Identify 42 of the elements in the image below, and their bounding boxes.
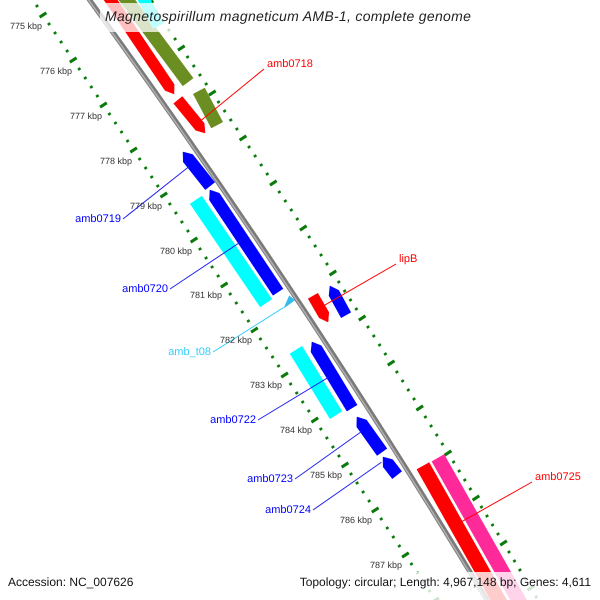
scale-label: 775 kbp: [10, 20, 42, 33]
gene-label: lipB: [399, 252, 418, 266]
gene-feature: [382, 456, 402, 479]
gene-feature: [173, 96, 206, 134]
gene-label: amb_t08: [168, 345, 211, 359]
leader-line: [200, 68, 264, 122]
scale-label: 776 kbp: [40, 64, 72, 78]
scale-label: 781 kbp: [190, 289, 222, 302]
leader-line: [294, 430, 362, 480]
gene-feature: [290, 346, 342, 419]
scale-label: 783 kbp: [250, 379, 282, 392]
scale-label: 786 kbp: [340, 514, 372, 527]
genome-info-text: Topology: circular; Length: 4,967,148 bp; Genes: 4,611: [300, 575, 591, 589]
leader-line: [460, 482, 532, 523]
leader-line: [170, 242, 240, 290]
accession-text: Accession: NC_007626: [8, 575, 134, 589]
gene-label: amb0718: [267, 57, 313, 71]
gene-label: amb0724: [265, 503, 311, 517]
gene-label: amb0723: [247, 472, 293, 486]
gene-feature: [308, 293, 330, 322]
leader-line: [212, 307, 284, 352]
map-title: Magnetospirillum magneticum AMB-1, complete genome: [105, 9, 472, 23]
scale-label: 778 kbp: [100, 154, 132, 168]
leader-line: [122, 166, 190, 220]
gene-label: amb0719: [75, 212, 121, 226]
gene-label: amb0722: [210, 413, 256, 427]
gene-marker: [284, 296, 295, 308]
gene-label: amb0725: [535, 470, 581, 484]
gene-feature: [193, 88, 223, 128]
leader-line: [258, 376, 329, 420]
gene-feature: [356, 416, 388, 456]
gene-feature: [182, 152, 215, 190]
scale-label: 787 kbp: [370, 558, 402, 572]
scale-label: 785 kbp: [310, 469, 342, 482]
scale-label: 777 kbp: [70, 110, 102, 123]
scale-label: 780 kbp: [160, 244, 192, 258]
gene-feature: [328, 286, 352, 318]
scale-label: 784 kbp: [280, 424, 312, 438]
gene-feature: [310, 342, 358, 412]
gene-label: amb0720: [122, 282, 168, 296]
leader-line: [312, 462, 382, 510]
leader-line: [322, 264, 396, 306]
